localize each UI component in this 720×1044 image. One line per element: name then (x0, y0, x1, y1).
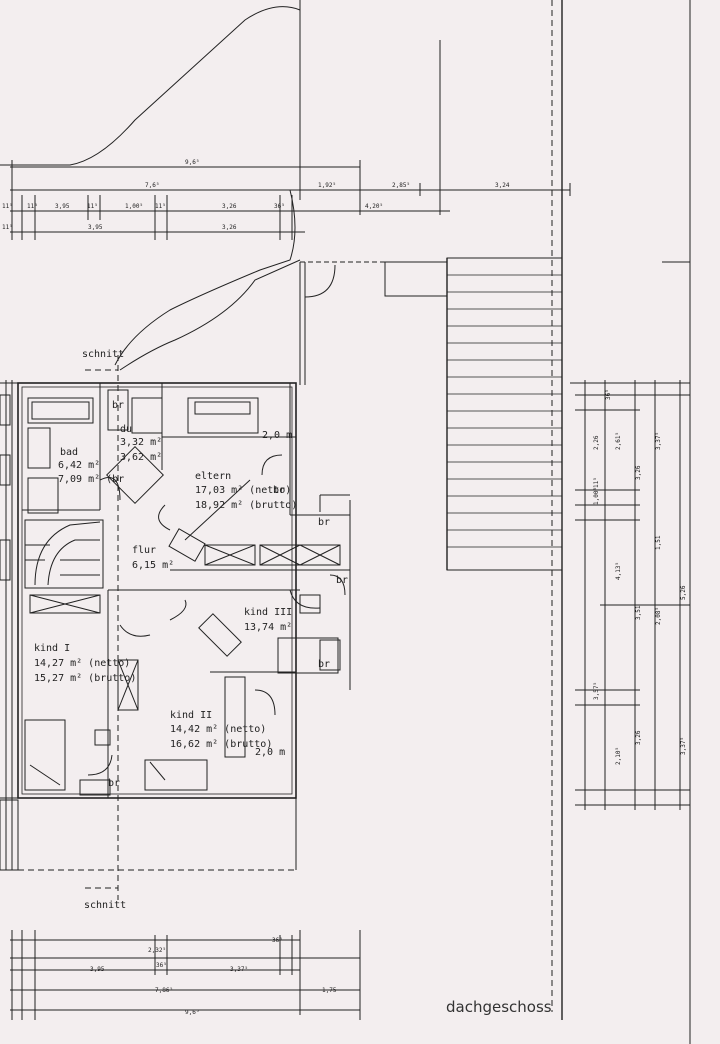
dim-bot-4a: 9,6⁵ (185, 1009, 199, 1016)
dim-top-small-3: 11⁵ (87, 203, 98, 210)
dim-right-9: 2,10⁵ (615, 747, 622, 765)
room-du-area2: 3,62 m² (120, 452, 162, 463)
room-bad-name: bad (60, 447, 78, 458)
room-bad-area2: 7,09 m² (br (58, 474, 124, 485)
br-label-6: br (108, 778, 120, 789)
dim-bot-2c: 3,37⁵ (230, 966, 248, 973)
dim-right-5: 4,13⁵ (615, 562, 622, 580)
section-label-bottom: schnitt (84, 900, 126, 911)
dim-bot-2a: 3,95 (90, 966, 105, 973)
dim-right-10: 3,26 (635, 730, 642, 745)
room-kind2-area2: 16,62 m² (brutto) (170, 739, 272, 750)
dim-right-16: 1,51 (655, 535, 662, 550)
room-kind1-area1: 14,27 m² (netto) (34, 658, 130, 669)
height-line-2: 2,0 m (255, 747, 285, 758)
dim-right-8: 3,57⁵ (593, 682, 600, 700)
dim-bot-3a: 7,86⁵ (155, 987, 173, 994)
dim-top-3c: 3,26 (222, 203, 237, 210)
dim-top-1: 9,6⁵ (185, 159, 199, 166)
room-flur-area1: 6,15 m² (132, 560, 174, 571)
dim-top-3a: 3,95 (55, 203, 70, 210)
dim-bot-3b: 1,75 (322, 987, 337, 994)
br-label-4: br (336, 575, 348, 586)
room-eltern-name: eltern (195, 471, 231, 482)
room-eltern-area2: 18,92 m² (brutto) (195, 500, 297, 511)
br-label-2: br (273, 485, 285, 496)
dim-right-3: 11⁵ (593, 477, 600, 488)
dim-right-2: 2,26 (593, 435, 600, 450)
room-kind2-area1: 14,42 m² (netto) (170, 724, 266, 735)
br-label-1: br (112, 400, 124, 411)
room-du-area1: 3,32 m² (120, 437, 162, 448)
room-bad-area1: 6,42 m² (58, 460, 100, 471)
section-label-top: schnitt (82, 349, 124, 360)
dim-top-small-6: 36⁵ (274, 203, 285, 210)
dim-top-small-1: 11⁵ (2, 203, 13, 210)
dim-right-4: 1,00⁵ (593, 487, 600, 505)
dim-right-14: 2,61⁵ (615, 432, 622, 450)
height-line-1: 2,0 m (262, 430, 292, 441)
room-kind3-name: kind III (244, 607, 292, 618)
dim-top-2d: 3,24 (495, 182, 510, 189)
room-kind3-area1: 13,74 m² (244, 622, 292, 633)
br-label-5: br (318, 659, 330, 670)
dim-top-2a: 7,6⁵ (145, 182, 159, 189)
dim-top-3b: 1,00⁵ (125, 203, 143, 210)
room-flur-name: flur (132, 545, 156, 556)
dim-top-small-2: 11⁵ (27, 203, 38, 210)
dim-bot-1a: 2,32⁵ (148, 947, 166, 954)
dim-right-1: 36⁵ (605, 389, 612, 400)
room-kind1-name: kind I (34, 643, 70, 654)
dim-top-4a: 3,95 (88, 224, 103, 231)
dim-right-12: 5,26 (680, 585, 687, 600)
room-kind2-name: kind II (170, 710, 212, 721)
dim-right-15: 3,26 (635, 465, 642, 480)
dim-bot-2b: 36⁵ (156, 962, 167, 969)
dim-top-small-5: 11⁵ (2, 224, 13, 231)
dim-top-3d: 4,20⁵ (365, 203, 383, 210)
room-eltern-area1: 17,03 m² (netto) (195, 485, 291, 496)
dim-right-7: 2,08⁵ (655, 607, 662, 625)
dim-right-6: 3,51 (635, 605, 642, 620)
dim-top-4b: 3,26 (222, 224, 237, 231)
dim-top-2b: 1,92⁵ (318, 182, 336, 189)
room-kind1-area2: 15,27 m² (brutto) (34, 673, 136, 684)
dim-right-13: 3,37⁵ (680, 737, 687, 755)
sheet-title: dachgeschoss (446, 998, 552, 1016)
br-label-3: br (318, 517, 330, 528)
dim-top-small-4: 11⁵ (155, 203, 166, 210)
dim-right-11: 3,37⁵ (655, 432, 662, 450)
dim-top-2c: 2,85⁵ (392, 182, 410, 189)
room-du-name: du (120, 424, 132, 435)
dim-bot-1b: 36⁵ (272, 937, 283, 944)
